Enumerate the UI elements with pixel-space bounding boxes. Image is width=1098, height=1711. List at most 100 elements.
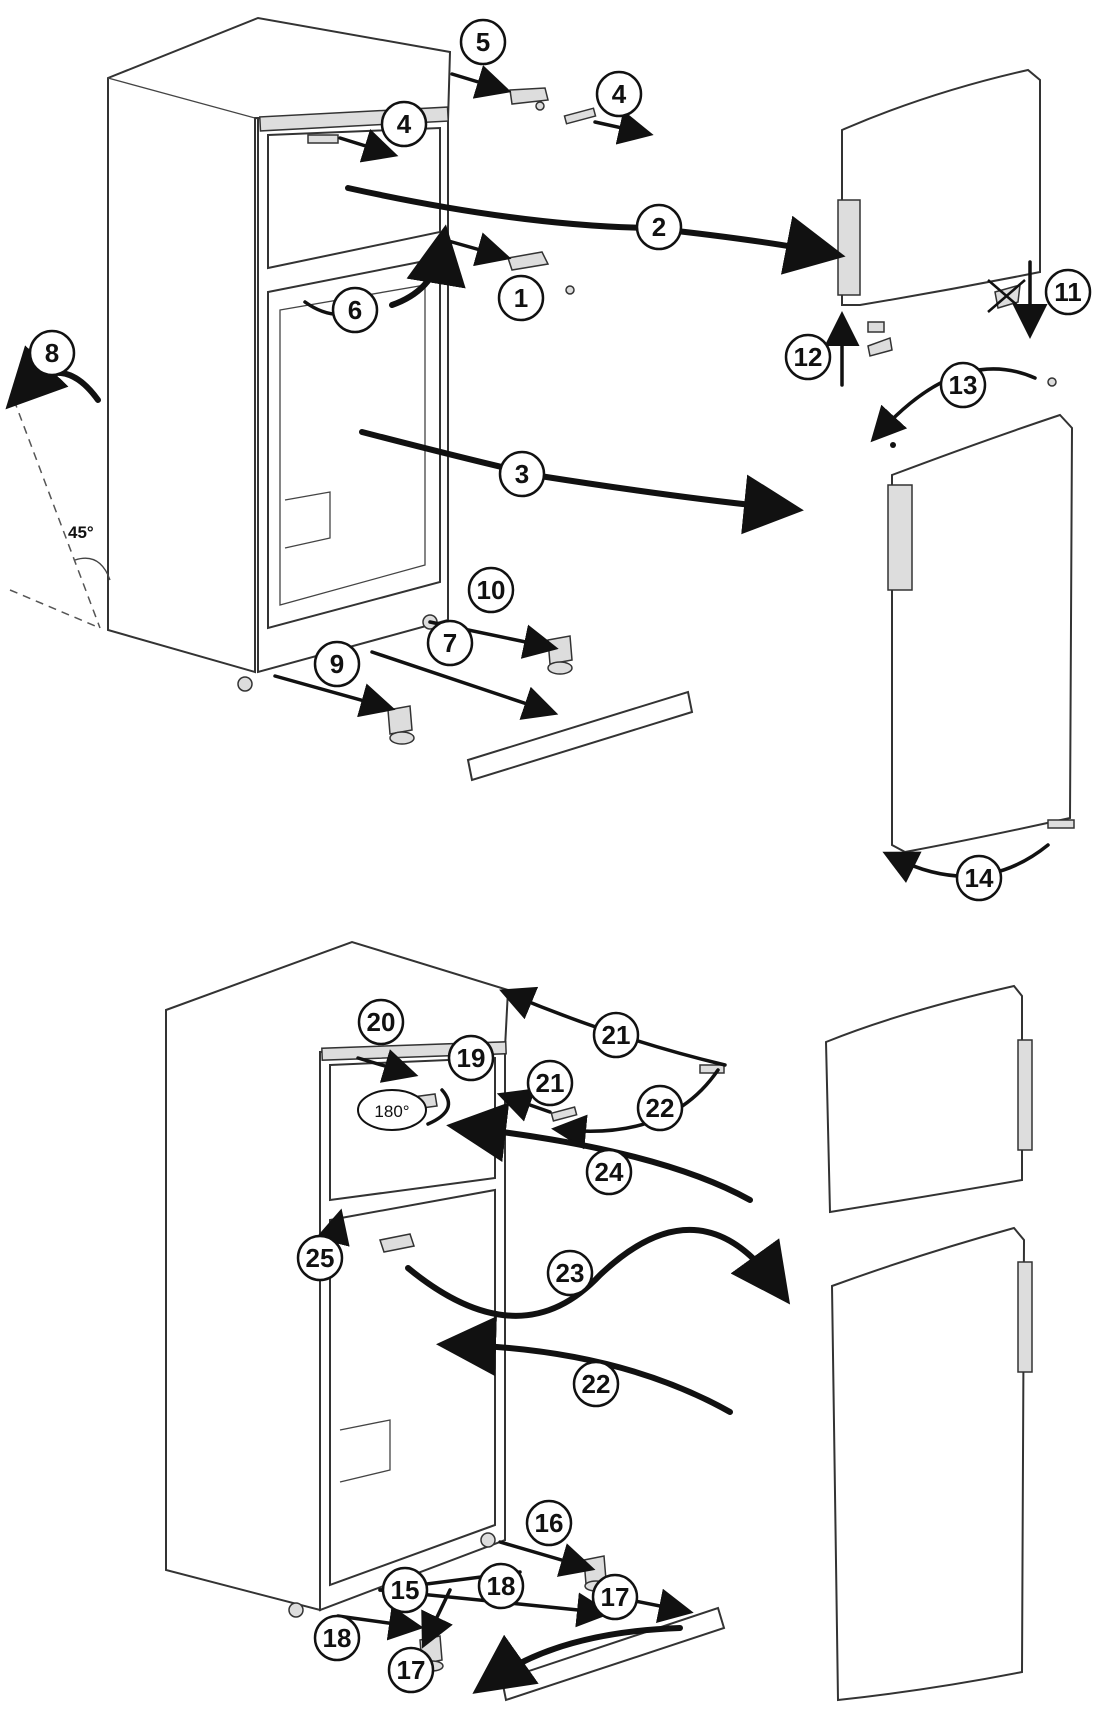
callout-22b-label: 22 [582,1369,611,1399]
callout-4b-label: 4 [612,79,627,109]
callout-22-b: 22 [572,1360,620,1408]
callout-6: 6 [331,286,379,334]
arrow-24 [446,1102,753,1203]
bottom-hinge-left-part [387,705,415,745]
callout-16: 16 [525,1499,573,1547]
rotation-badge [357,1089,427,1131]
arrow-kick [370,650,559,720]
fridge-compartment-b [329,1188,496,1587]
callout-8-label: 8 [45,338,59,368]
arrow-5 [450,65,512,99]
callout-15-label: 15 [391,1575,420,1605]
rotation-label: 180° [374,1102,409,1121]
callout-25-label: 25 [306,1243,335,1273]
arrow-23 [405,1227,791,1319]
callout-12-label: 12 [794,342,823,372]
callout-14-label: 14 [965,863,994,893]
callout-3: 3 [498,450,546,498]
crisper-drawer-b [339,1419,391,1483]
fridge-interior-liner [279,284,426,606]
callout-1-label: 1 [514,283,528,313]
callout-21-a: 21 [592,1011,640,1059]
callout-7: 7 [426,619,474,667]
callout-11-label: 11 [1054,277,1082,307]
callout-18-a: 18 [477,1562,525,1610]
kick-plate [466,690,694,782]
bottom-hinge-right-part [547,635,573,675]
callout-23: 23 [546,1249,594,1297]
callout-16-label: 16 [535,1508,564,1538]
arrow-4a [338,129,399,163]
callout-6-label: 6 [348,295,362,325]
callout-5: 5 [459,18,507,66]
cap-part-b [550,1106,578,1122]
callout-19: 19 [447,1034,495,1082]
callout-17b-label: 17 [397,1655,426,1685]
arrow-17a [472,1625,683,1694]
arrow-16 [498,1540,596,1577]
callout-9: 9 [313,640,361,688]
callout-10: 10 [467,566,515,614]
foot-right-b [480,1532,496,1548]
arrow-21b [496,1088,552,1122]
callout-23-label: 23 [556,1258,585,1288]
arrow-6 [389,224,466,308]
cap-part-b2 [699,1064,725,1074]
arrow-18c [336,1605,424,1641]
callout-22-a: 22 [636,1084,684,1132]
callout-5-label: 5 [476,27,490,57]
callout-17-a: 17 [591,1573,639,1621]
callout-21-b: 21 [526,1059,574,1107]
crisper-drawer [284,491,331,549]
freezer-door [837,68,1041,306]
arrow-20 [356,1049,419,1083]
callout-24: 24 [585,1148,633,1196]
angle-arc [74,557,111,581]
front-foot-left [237,676,253,692]
callout-21a-label: 21 [602,1020,631,1050]
freezer-door-b [824,984,1033,1214]
cabinet-edge [107,77,256,119]
top-hinge-part [509,87,549,111]
crossed-out-part [987,279,1026,313]
callout-7-label: 7 [443,628,457,658]
tilt-arrow [5,345,101,410]
arrow-2 [345,185,846,275]
arrow-4b [593,110,654,145]
callout-13: 13 [939,361,987,409]
arrow-9 [273,674,396,718]
callout-9-label: 9 [330,649,344,679]
callout-18-b: 18 [313,1614,361,1662]
callout-17-b: 17 [387,1646,435,1694]
fridge-door-b [830,1226,1033,1702]
callout-20: 20 [357,998,405,1046]
foot-left-b [288,1602,304,1618]
callout-14: 14 [955,854,1003,902]
callout-8: 8 [28,329,76,377]
callout-15: 15 [381,1566,429,1614]
callout-4-b: 4 [595,70,643,118]
callout-4a-label: 4 [397,109,412,139]
callout-24-label: 24 [595,1157,624,1187]
callout-3-label: 3 [515,459,529,489]
floor-line [9,589,101,629]
arrow-15 [421,1588,453,1649]
callout-10-label: 10 [477,575,506,605]
callout-20-label: 20 [367,1007,396,1037]
callout-1: 1 [497,274,545,322]
door-pin-parts [867,321,1057,448]
callout-17a-label: 17 [601,1582,630,1612]
callout-12: 12 [784,333,832,381]
callout-25: 25 [296,1234,344,1282]
freezer-cap-part [307,134,339,144]
callout-2: 2 [635,203,683,251]
callout-4-a: 4 [380,100,428,148]
callout-19-label: 19 [457,1043,486,1073]
fridge-compartment [267,256,441,630]
callout-11: 11 [1044,268,1092,316]
hinge-part-b2 [379,1233,415,1253]
callout-22a-label: 22 [646,1093,675,1123]
callout-18a-label: 18 [487,1571,516,1601]
